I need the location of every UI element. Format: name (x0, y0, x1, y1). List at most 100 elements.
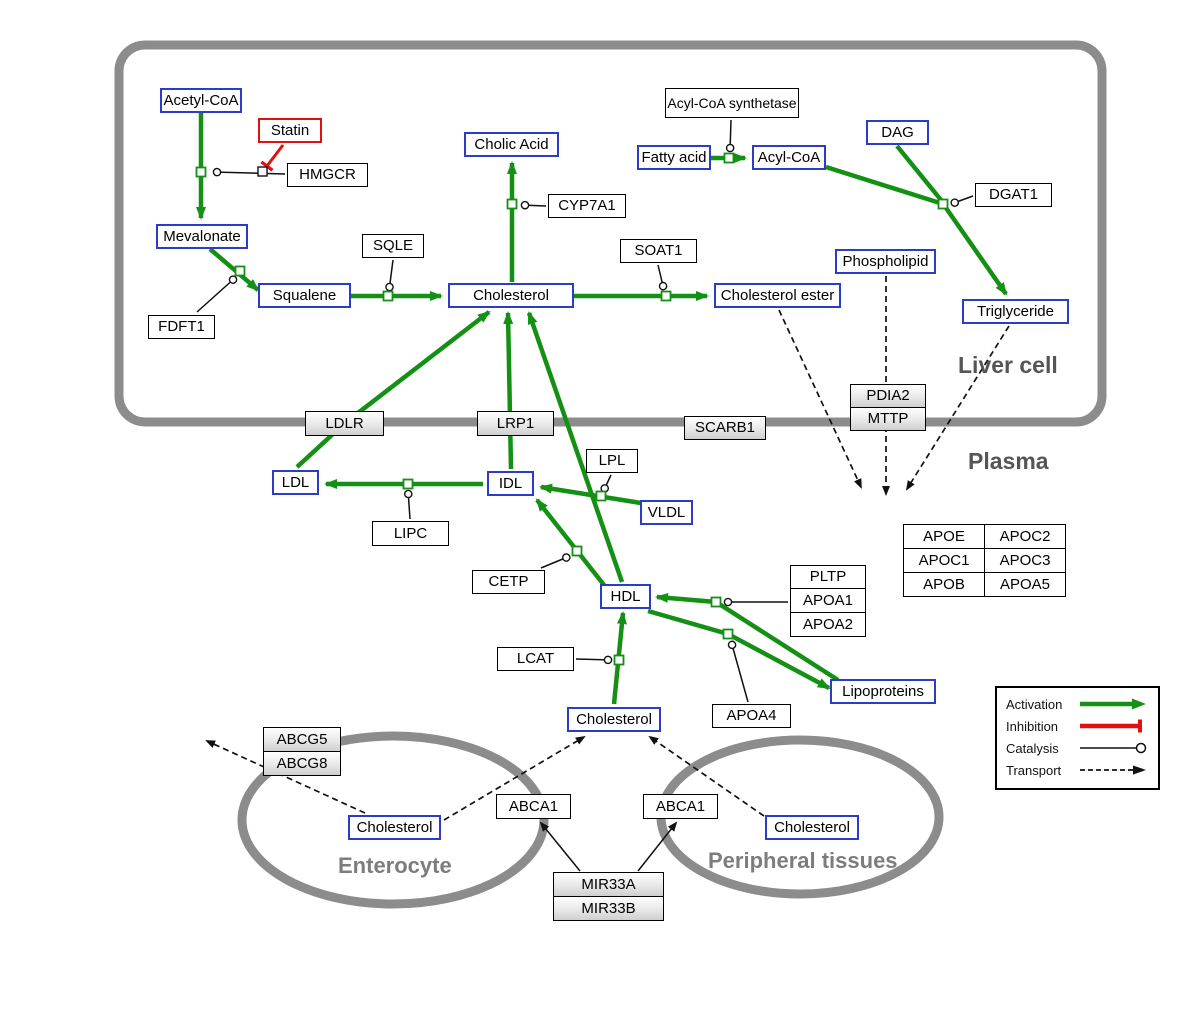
enterocyte-label: Enterocyte (338, 853, 452, 878)
node-apoc1[interactable]: APOC1 (904, 549, 985, 573)
catalysis-dgat1 (950, 195, 974, 207)
node-sqle[interactable]: SQLE (362, 234, 424, 258)
node-scarb1[interactable]: SCARB1 (684, 416, 766, 440)
edge-mir33-to-abca1-right (637, 821, 678, 872)
legend-label-inhibition: Inhibition (1006, 718, 1059, 734)
edge-mevalonate-to-squalene (208, 247, 260, 292)
node-ldlr[interactable]: LDLR (305, 411, 384, 436)
legend-row-catalysis: Catalysis (997, 737, 1158, 759)
node-pdia2[interactable]: PDIA2 (850, 384, 926, 408)
legend-row-activation: Activation (997, 693, 1158, 715)
reaction-node (382, 290, 394, 302)
node-ldl[interactable]: LDL (272, 470, 319, 495)
node-acyl-coa-synthetase[interactable]: Acyl-CoA synthetase (665, 88, 799, 118)
enterocyte-outline (237, 731, 549, 909)
node-lpl[interactable]: LPL (586, 449, 638, 473)
node-hdl[interactable]: HDL (600, 584, 651, 609)
reaction-node (710, 596, 722, 608)
node-cholesterol-peripheral[interactable]: Cholesterol (765, 815, 859, 840)
node-apoa5[interactable]: APOA5 (985, 573, 1066, 597)
node-acyl-coa[interactable]: Acyl-CoA (752, 145, 826, 170)
node-lcat[interactable]: LCAT (497, 647, 574, 671)
node-mttp[interactable]: MTTP (850, 407, 926, 431)
node-abcg5[interactable]: ABCG5 (263, 727, 341, 752)
node-abca1-right[interactable]: ABCA1 (643, 794, 718, 819)
node-lipc[interactable]: LIPC (372, 521, 449, 546)
node-pltp[interactable]: PLTP (790, 565, 866, 589)
transport-peripheral-cholesterol-abca1 (648, 735, 765, 817)
catalysis-acylcoa-synthetase (725, 119, 735, 153)
node-mevalonate[interactable]: Mevalonate (156, 224, 248, 249)
node-idl[interactable]: IDL (487, 471, 534, 496)
reaction-node (402, 478, 414, 490)
catalysis-lcat (575, 655, 613, 665)
liver-cell-label: Liver cell (958, 352, 1058, 378)
node-cholic-acid[interactable]: Cholic Acid (464, 132, 559, 157)
transport-edges (205, 276, 1010, 821)
anchor-square (257, 166, 268, 177)
node-apoc3[interactable]: APOC3 (985, 549, 1066, 573)
node-cholesterol-plasma[interactable]: Cholesterol (567, 707, 661, 732)
catalysis-sqle (385, 259, 394, 292)
node-lipoproteins[interactable]: Lipoproteins (830, 679, 936, 704)
node-dgat1[interactable]: DGAT1 (975, 183, 1052, 207)
node-acetyl-coa[interactable]: Acetyl-CoA (160, 88, 242, 113)
catalysis-fdft1 (196, 275, 238, 313)
node-cetp[interactable]: CETP (472, 570, 545, 594)
catalysis-hmgcr (212, 167, 286, 177)
catalysis-circle-icon (1080, 742, 1147, 754)
node-cholesterol-liver[interactable]: Cholesterol (448, 283, 574, 308)
edge-hdl-to-cholesterol (526, 311, 625, 583)
reaction-node (722, 628, 734, 640)
edge-mir33-to-abca1-left (539, 821, 581, 872)
node-apoe[interactable]: APOE (904, 525, 985, 549)
node-dag[interactable]: DAG (866, 120, 929, 145)
compartment-shapes (114, 40, 1107, 909)
legend: Activation Inhibition Catalysis Transpor… (995, 686, 1160, 790)
legend-label-catalysis: Catalysis (1006, 740, 1059, 756)
peripheral-tissues-label: Peripheral tissues (708, 848, 898, 873)
node-apoa4[interactable]: APOA4 (712, 704, 791, 728)
node-apoa2[interactable]: APOA2 (790, 612, 866, 637)
node-soat1[interactable]: SOAT1 (620, 239, 697, 263)
reaction-node (613, 654, 625, 666)
node-mir33a[interactable]: MIR33A (553, 872, 664, 897)
transport-triglyceride-to-plasma (905, 325, 1010, 491)
node-triglyceride[interactable]: Triglyceride (962, 299, 1069, 324)
regulation-edges (539, 821, 678, 872)
node-squalene[interactable]: Squalene (258, 283, 351, 308)
node-phospholipid[interactable]: Phospholipid (835, 249, 936, 274)
node-cyp7a1[interactable]: CYP7A1 (548, 194, 626, 218)
edge-idl-via-lrp1-to-cholesterol (503, 311, 514, 470)
reaction-node (571, 545, 583, 557)
node-cholesterol-enterocyte[interactable]: Cholesterol (348, 815, 441, 840)
edge-vldl-to-idl (539, 483, 642, 506)
node-fatty-acid[interactable]: Fatty acid (637, 145, 711, 170)
edge-node-to-triglyceride (944, 206, 1008, 296)
node-vldl[interactable]: VLDL (640, 500, 693, 525)
reaction-node (595, 490, 607, 502)
catalysis-lipc (403, 489, 413, 520)
activation-arrow-icon (1080, 698, 1146, 710)
node-abcg8[interactable]: ABCG8 (263, 751, 341, 776)
node-fdft1[interactable]: FDFT1 (148, 315, 215, 339)
node-cholesterol-ester[interactable]: Cholesterol ester (714, 283, 841, 308)
reaction-node (234, 265, 246, 277)
edge-dag-to-dgat1-node (895, 144, 943, 202)
catalysis-cetp (540, 553, 571, 569)
node-lrp1[interactable]: LRP1 (477, 411, 554, 436)
node-mir33b[interactable]: MIR33B (553, 896, 664, 921)
node-hmgcr[interactable]: HMGCR (287, 163, 368, 187)
node-statin[interactable]: Statin (258, 118, 322, 143)
reaction-node (506, 198, 518, 210)
node-apoa1[interactable]: APOA1 (790, 588, 866, 613)
catalysis-apoa4 (727, 640, 749, 703)
reaction-nodes (195, 152, 949, 666)
node-apob[interactable]: APOB (904, 573, 985, 597)
node-abca1-left[interactable]: ABCA1 (496, 794, 571, 819)
catalysis-soat1 (657, 264, 668, 291)
transport-cholesterol-abcg5g8-efflux (205, 740, 366, 814)
node-apoc2[interactable]: APOC2 (985, 525, 1066, 549)
apolipoprotein-table: APOE APOC2 APOC1 APOC3 APOB APOA5 (903, 524, 1066, 597)
